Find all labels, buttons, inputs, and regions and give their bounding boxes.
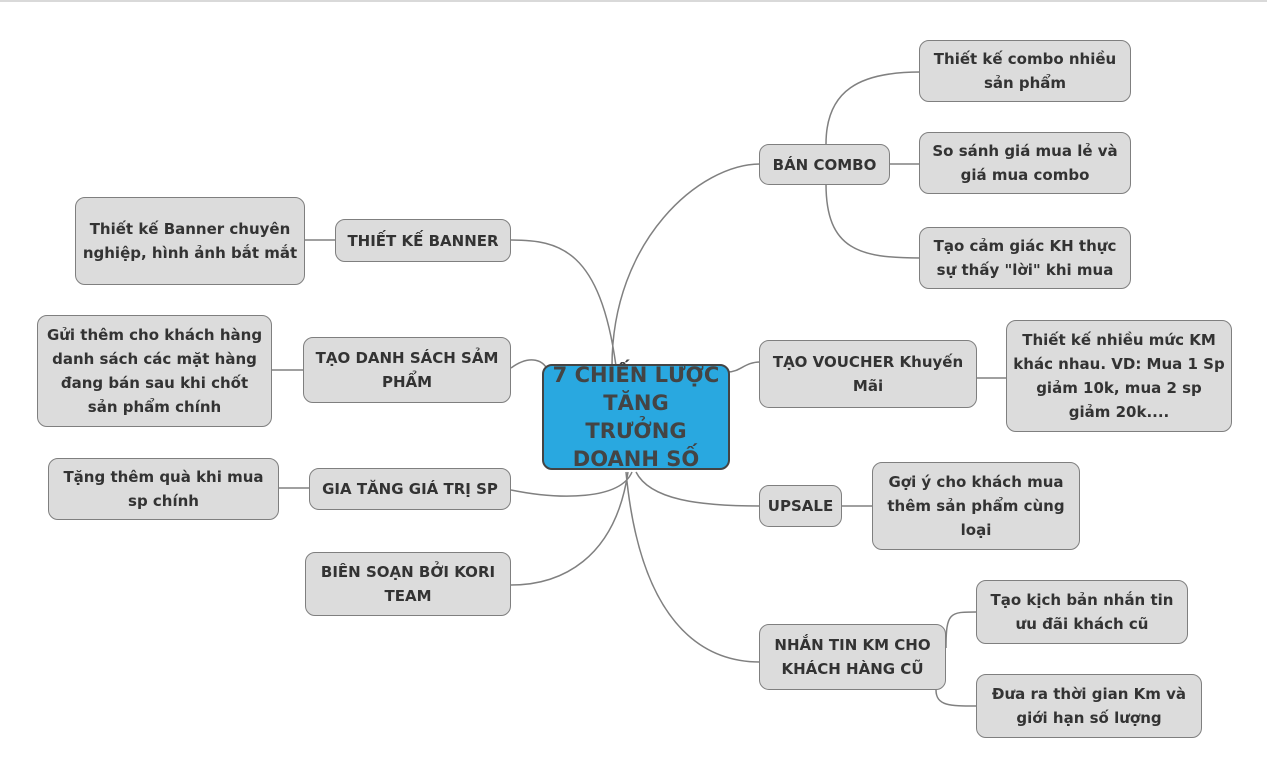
link-central-voucher xyxy=(727,361,761,373)
central-topic[interactable]: 7 CHIẾN LƯỢC TĂNG TRƯỞNG DOANH SỐ xyxy=(542,363,730,471)
branch-voucher[interactable]: TẠO VOUCHER Khuyến Mãi xyxy=(759,340,977,408)
branch-danh-sach[interactable]: TẠO DANH SÁCH SẢM PHẨM xyxy=(303,337,511,403)
detail-combo-1-label: Thiết kế combo nhiều sản phẩm xyxy=(933,50,1117,92)
link-nhantin-d1 xyxy=(945,611,977,649)
branch-nhan-tin[interactable]: NHẮN TIN KM CHO KHÁCH HÀNG CŨ xyxy=(759,624,946,690)
detail-upsale-1[interactable]: Gợi ý cho khách mua thêm sản phẩm cùng l… xyxy=(872,462,1080,550)
detail-nhantin-2[interactable]: Đưa ra thời gian Km và giới hạn số lượng xyxy=(976,674,1202,738)
branch-bien-soan-label: BIÊN SOẠN BỞI KORI TEAM xyxy=(320,563,496,605)
link-central-bien-soan xyxy=(510,471,629,586)
top-divider xyxy=(0,0,1267,2)
branch-upsale[interactable]: UPSALE xyxy=(759,485,842,527)
detail-combo-2-label: So sánh giá mua lẻ và giá mua combo xyxy=(932,142,1118,184)
detail-banner-1-label: Thiết kế Banner chuyên nghiệp, hình ảnh … xyxy=(82,220,298,262)
detail-combo-3-label: Tạo cảm giác KH thực sự thấy "lời" khi m… xyxy=(933,237,1117,279)
detail-giatang-1-label: Tặng thêm quà khi mua sp chính xyxy=(63,468,264,510)
detail-giatang-1[interactable]: Tặng thêm quà khi mua sp chính xyxy=(48,458,279,520)
link-combo-d3 xyxy=(825,183,921,259)
link-central-gia-tang xyxy=(510,471,633,497)
branch-gia-tang-label: GIA TĂNG GIÁ TRỊ SP xyxy=(322,480,498,498)
branch-danh-sach-label: TẠO DANH SÁCH SẢM PHẨM xyxy=(315,349,499,391)
detail-nhantin-1-label: Tạo kịch bản nhắn tin ưu đãi khách cũ xyxy=(990,591,1174,633)
link-nhantin-d2 xyxy=(935,689,977,707)
branch-ban-combo[interactable]: BÁN COMBO xyxy=(759,144,890,185)
detail-danhsach-1-label: Gửi thêm cho khách hàng danh sách các mặ… xyxy=(46,326,263,416)
link-central-upsale xyxy=(635,471,761,507)
detail-banner-1[interactable]: Thiết kế Banner chuyên nghiệp, hình ảnh … xyxy=(75,197,305,285)
link-central-ban-combo xyxy=(611,163,761,367)
detail-nhantin-1[interactable]: Tạo kịch bản nhắn tin ưu đãi khách cũ xyxy=(976,580,1188,644)
branch-gia-tang[interactable]: GIA TĂNG GIÁ TRỊ SP xyxy=(309,468,511,510)
detail-voucher-1[interactable]: Thiết kế nhiều mức KM khác nhau. VD: Mua… xyxy=(1006,320,1232,432)
detail-voucher-1-label: Thiết kế nhiều mức KM khác nhau. VD: Mua… xyxy=(1013,331,1225,421)
branch-ban-combo-label: BÁN COMBO xyxy=(772,155,877,174)
detail-upsale-1-label: Gợi ý cho khách mua thêm sản phẩm cùng l… xyxy=(887,473,1065,539)
link-central-nhan-tin xyxy=(625,471,761,663)
detail-combo-1[interactable]: Thiết kế combo nhiều sản phẩm xyxy=(919,40,1131,102)
detail-danhsach-1[interactable]: Gửi thêm cho khách hàng danh sách các mặ… xyxy=(37,315,272,427)
branch-nhan-tin-label: NHẮN TIN KM CHO KHÁCH HÀNG CŨ xyxy=(774,636,931,678)
branch-bien-soan[interactable]: BIÊN SOẠN BỞI KORI TEAM xyxy=(305,552,511,616)
branch-voucher-label: TẠO VOUCHER Khuyến Mãi xyxy=(772,353,964,395)
central-topic-label: 7 CHIẾN LƯỢC TĂNG TRƯỞNG DOANH SỐ xyxy=(552,363,720,471)
link-combo-d1 xyxy=(825,71,921,145)
detail-combo-3[interactable]: Tạo cảm giác KH thực sự thấy "lời" khi m… xyxy=(919,227,1131,289)
branch-upsale-label: UPSALE xyxy=(767,497,834,515)
detail-combo-2[interactable]: So sánh giá mua lẻ và giá mua combo xyxy=(919,132,1131,194)
detail-nhantin-2-label: Đưa ra thời gian Km và giới hạn số lượng xyxy=(991,685,1187,727)
link-central-banner xyxy=(510,239,617,367)
branch-thiet-ke-banner-label: THIẾT KẾ BANNER xyxy=(347,231,499,250)
branch-thiet-ke-banner[interactable]: THIẾT KẾ BANNER xyxy=(335,219,511,262)
